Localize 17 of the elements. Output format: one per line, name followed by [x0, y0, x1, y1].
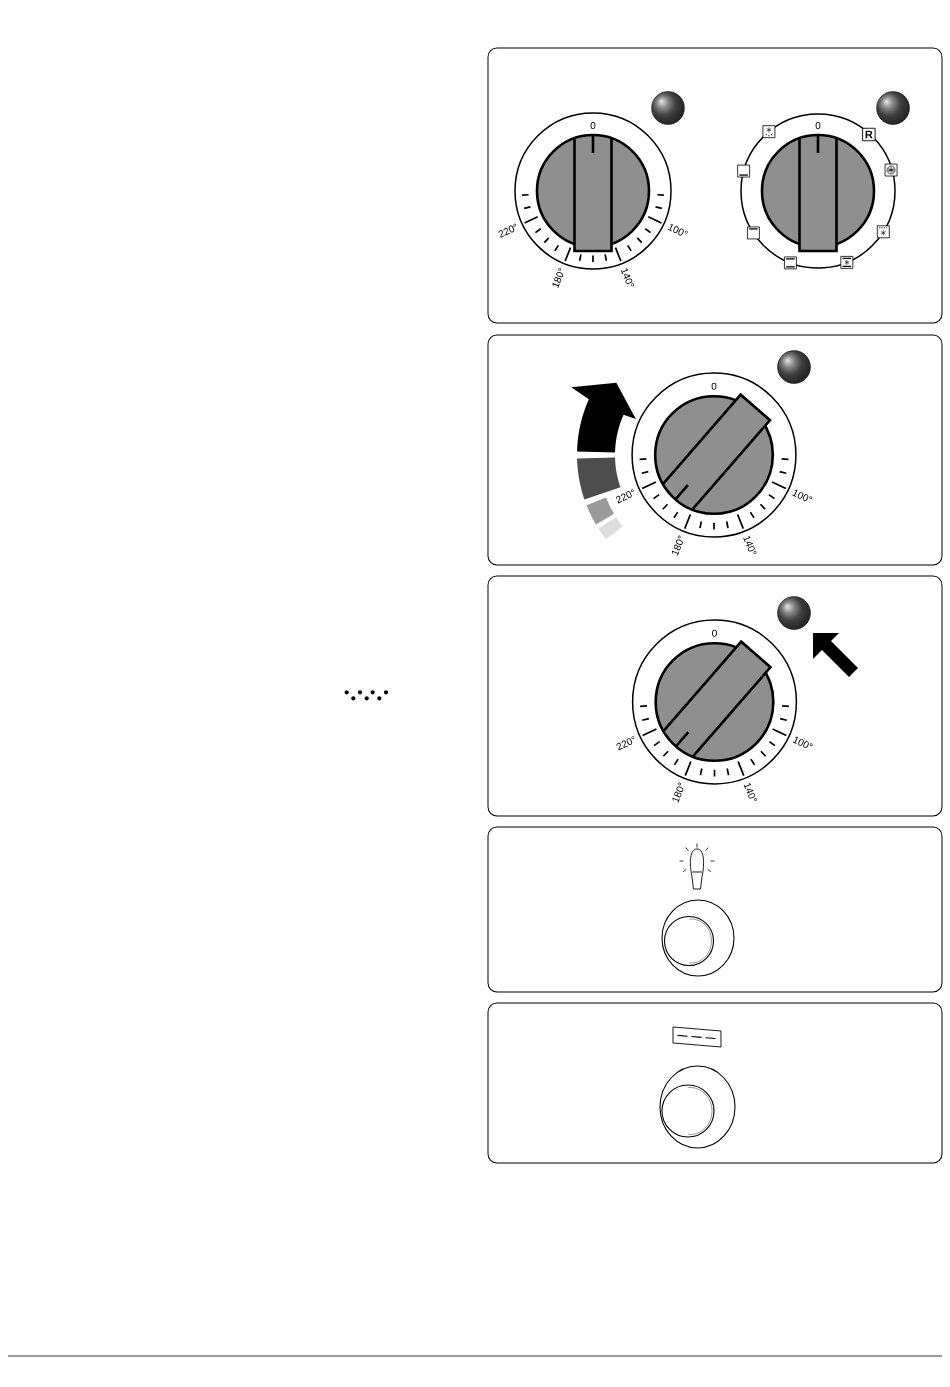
scale-label: 0 [712, 629, 717, 637]
scale-label: 0 [815, 121, 821, 130]
scale-label: 220° [498, 223, 517, 238]
scale-label: 140° [743, 535, 757, 554]
scale-label: 0 [711, 382, 717, 390]
scale-label: 220° [615, 489, 634, 504]
scale-label: 140° [743, 782, 757, 801]
scale-label: 100° [667, 224, 688, 236]
scale-label: 140° [620, 268, 634, 287]
scale-label: 180° [552, 268, 564, 289]
scale-label: 100° [792, 736, 813, 749]
scale-label: 180° [672, 535, 683, 556]
mode-label: R [862, 127, 876, 142]
scale-label: 180° [672, 782, 684, 803]
scale-label: 0 [590, 121, 596, 130]
scale-label: 220° [616, 736, 635, 751]
scale-label: 100° [792, 489, 813, 502]
